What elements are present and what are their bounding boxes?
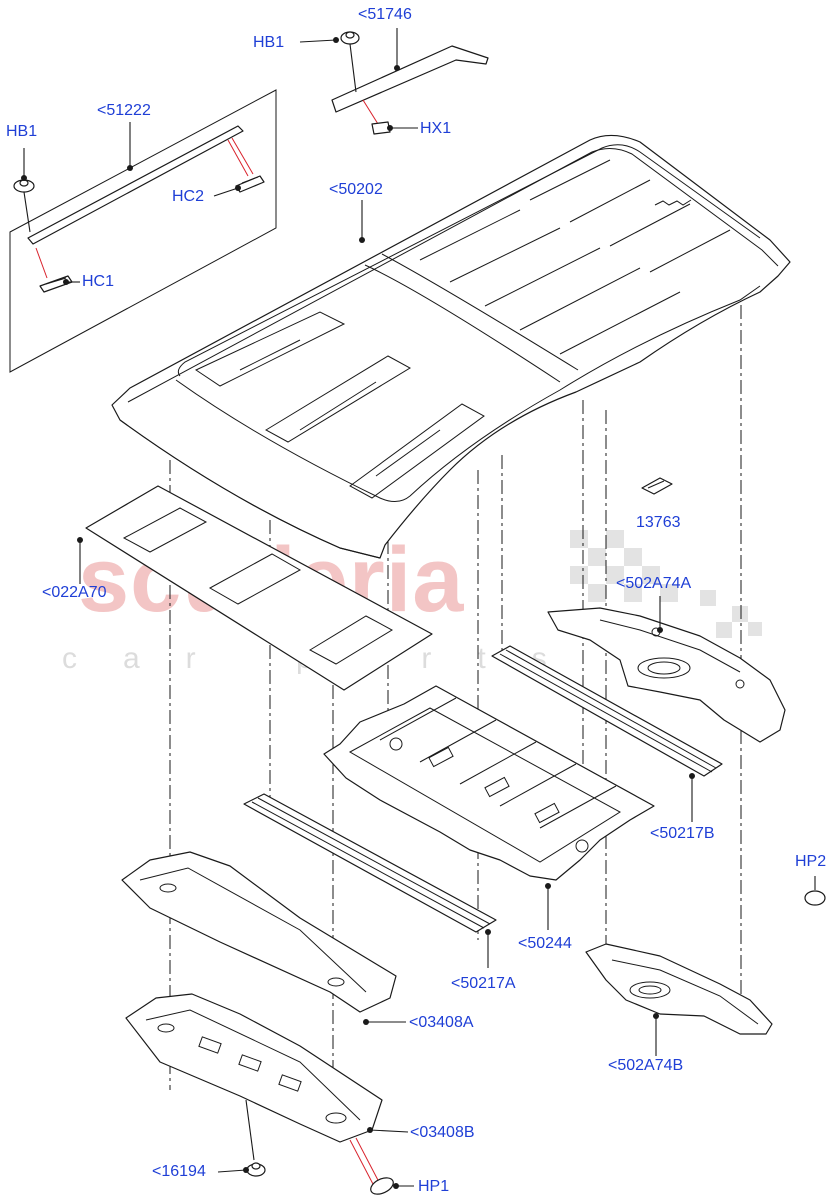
- plug-hp2: [804, 890, 826, 906]
- plug-hp1: [370, 1177, 394, 1195]
- part-50202-roof-panel: [111, 134, 791, 559]
- part-50217a-crossbow: [243, 793, 497, 933]
- part-022a70-pad: [85, 485, 433, 691]
- label-03408b: <03408B: [410, 1124, 475, 1141]
- group-box-51222: [9, 89, 277, 373]
- part-502a74b-reinforcement: [585, 943, 773, 1035]
- part-50244-centre-panel: [323, 685, 655, 881]
- grommet-hb1-left: [13, 179, 35, 233]
- grommet-hb1-top: [340, 31, 360, 93]
- part-50217b-crossbow: [491, 645, 723, 777]
- label-502a74b: <502A74B: [608, 1057, 684, 1074]
- part-51222-moulding: [27, 125, 254, 279]
- label-hb1-left: HB1: [6, 123, 38, 140]
- label-03408a: <03408A: [409, 1014, 474, 1031]
- part-03408a-header: [121, 851, 397, 1013]
- grommet-16194: [246, 1162, 266, 1177]
- label-hx1: HX1: [420, 120, 452, 137]
- label-hp2: HP2: [795, 853, 827, 870]
- label-50202: <50202: [329, 181, 383, 198]
- part-13763-clip: [641, 477, 673, 495]
- part-502a74a-reinforcement: [547, 607, 786, 743]
- label-51222: <51222: [97, 102, 151, 119]
- leader-lines: [21, 28, 816, 1189]
- label-16194: <16194: [152, 1163, 206, 1180]
- part-51746-moulding: [331, 45, 489, 125]
- label-502a74a: <502A74A: [616, 575, 692, 592]
- label-13763: 13763: [636, 514, 681, 531]
- label-hp1: HP1: [418, 1178, 450, 1195]
- label-51746: <51746: [358, 6, 412, 23]
- label-50244: <50244: [518, 935, 572, 952]
- label-50217b: <50217B: [650, 825, 715, 842]
- part-03408b-header: [125, 993, 383, 1187]
- label-hc1: HC1: [82, 273, 115, 290]
- label-022a70: <022A70: [42, 584, 107, 601]
- clip-hx1: [371, 121, 391, 135]
- label-hb1-top: HB1: [253, 34, 285, 51]
- label-hc2: HC2: [172, 188, 205, 205]
- label-50217a: <50217A: [451, 975, 516, 992]
